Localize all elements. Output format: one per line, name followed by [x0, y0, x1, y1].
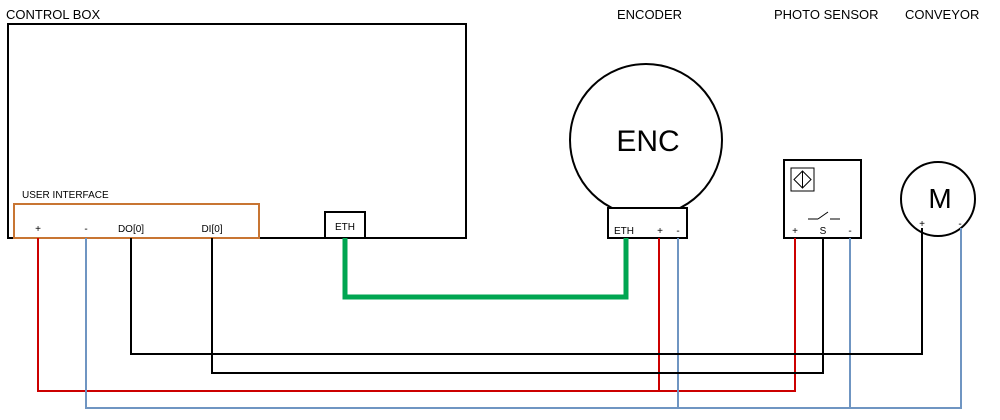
negative-power-wire	[85, 228, 962, 409]
encoder-plus-terminal: +	[657, 226, 663, 237]
encoder-terminal-block	[607, 207, 688, 239]
ui-plus-terminal: +	[35, 224, 41, 235]
control-box-eth-label: ETH	[335, 222, 355, 233]
sensor-plus-terminal: +	[792, 226, 798, 237]
user-interface-title: USER INTERFACE	[22, 190, 109, 201]
conveyor-motor	[900, 161, 976, 237]
photo-sensor-icon	[790, 167, 815, 192]
encoder-eth-terminal: ETH	[614, 226, 634, 237]
motor-symbol: M	[928, 183, 951, 214]
motor-minus-terminal: -	[958, 219, 961, 230]
control-box-heading: CONTROL BOX	[6, 7, 100, 22]
di0-sensor-signal-wire	[211, 238, 824, 374]
encoder-minus-terminal: -	[676, 226, 679, 237]
sensor-switch-symbol	[808, 211, 840, 220]
positive-power-wire-sensor	[659, 238, 796, 392]
ui-minus-terminal: -	[84, 224, 87, 235]
control-box	[7, 23, 467, 239]
user-interface-panel	[13, 203, 260, 239]
photo-sensor-heading: PHOTO SENSOR	[774, 7, 879, 22]
encoder-heading: ENCODER	[617, 7, 682, 22]
do0-motor-signal-wire	[130, 228, 923, 355]
ethernet-cable	[342, 238, 629, 300]
sensor-minus-terminal: -	[848, 226, 851, 237]
sensor-s-terminal: S	[820, 226, 827, 237]
encoder-symbol: ENC	[616, 125, 679, 158]
ui-do0-terminal: DO[0]	[118, 224, 144, 235]
conveyor-heading: CONVEYOR	[905, 7, 979, 22]
ui-di0-terminal: DI[0]	[201, 224, 222, 235]
photo-sensor-body	[783, 159, 862, 239]
motor-plus-terminal: +	[919, 219, 925, 230]
positive-power-wire-encoder	[37, 238, 660, 392]
